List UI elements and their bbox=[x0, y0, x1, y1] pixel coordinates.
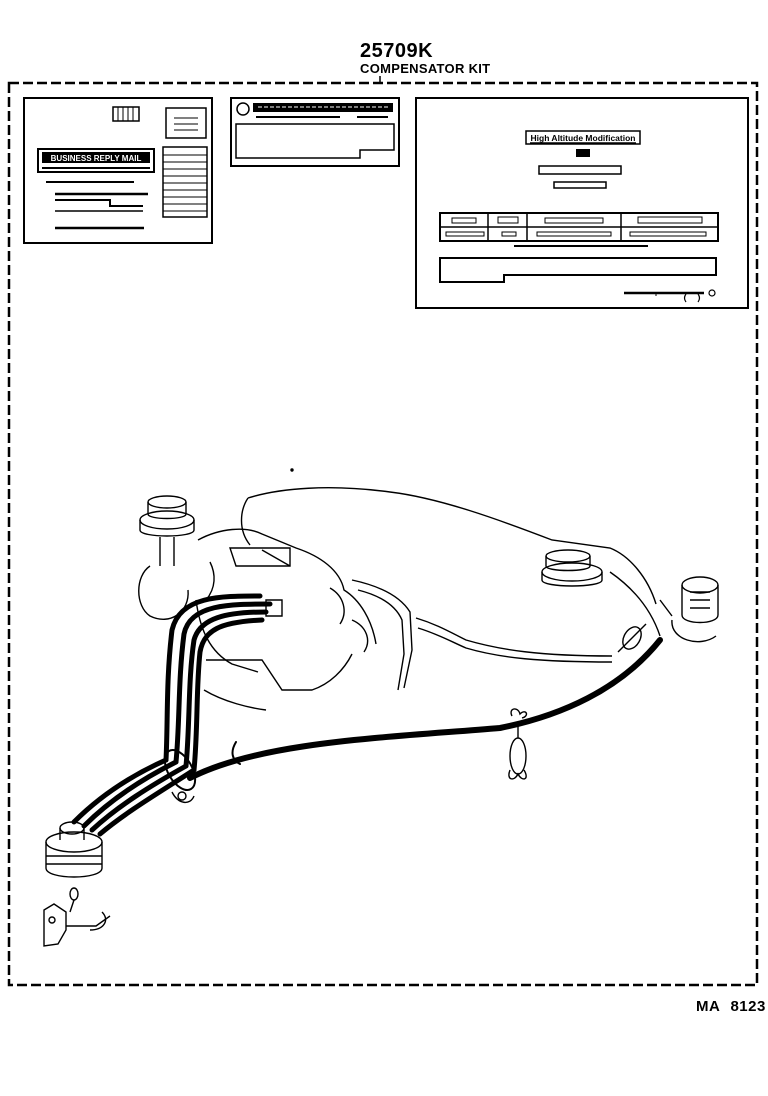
grommet-right bbox=[541, 549, 603, 587]
kit-boundary-frame bbox=[7, 81, 759, 987]
engine-assembly-drawing bbox=[43, 468, 719, 947]
high-altitude-modification-label: High Altitude Modification bbox=[531, 133, 636, 143]
vacuum-hose-loom bbox=[71, 593, 663, 837]
altitude-compensator-unit bbox=[659, 576, 719, 643]
reply-mail-card: BUSINESS REPLY MAIL bbox=[23, 97, 213, 244]
vacuum-valve-left bbox=[138, 495, 195, 620]
emission-label-card bbox=[230, 97, 400, 167]
mounting-bracket bbox=[43, 887, 111, 947]
high-altitude-modification-card: High Altitude Modification bbox=[415, 97, 749, 309]
business-reply-mail-label: BUSINESS REPLY MAIL bbox=[51, 154, 142, 163]
vacuum-switching-valve bbox=[45, 821, 103, 878]
kit-part-name: COMPENSATOR KIT bbox=[360, 61, 491, 76]
diagram-reference-code: MA 8123 bbox=[696, 998, 766, 1015]
kit-part-number: 25709K bbox=[360, 40, 434, 62]
